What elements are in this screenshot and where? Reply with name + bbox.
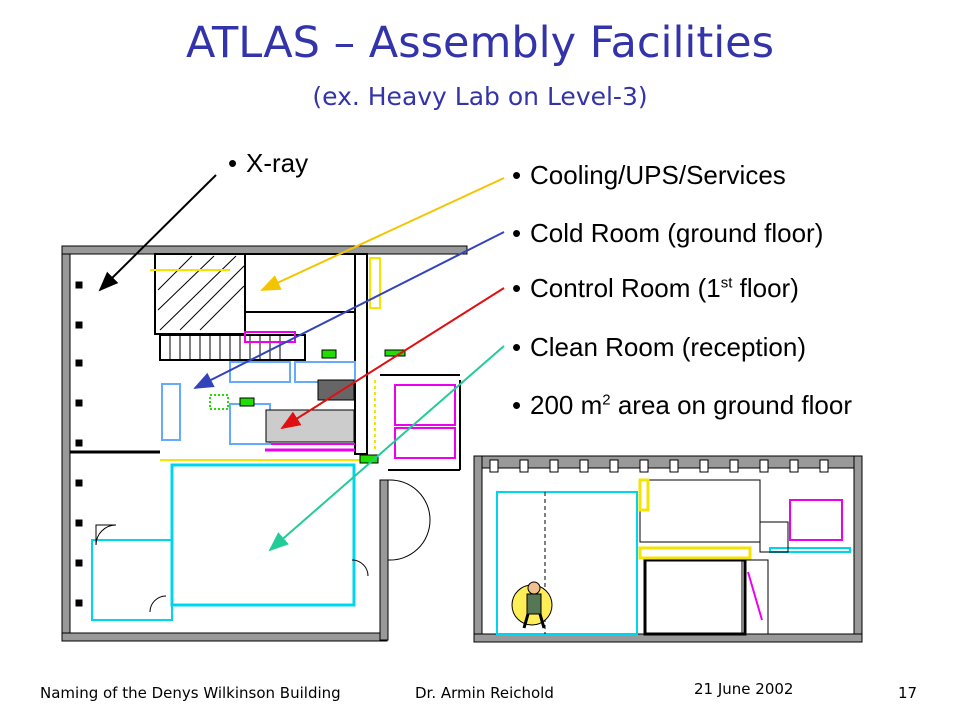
bullet-area-after: area on ground floor [610,390,852,420]
bullet-item: •Control Room (1st floor) [512,273,799,303]
arrow-control-room [280,287,505,430]
bullet-cold-room-text: Cold Room (ground floor) [530,218,824,248]
bullet-control-room-text: Control Room (1 [530,273,721,303]
footer-page-number: 17 [898,684,918,702]
arrow-xray [98,174,217,292]
bullet-clean-room-text: Clean Room (reception) [530,332,807,362]
footer-author: Dr. Armin Reichold [415,684,554,702]
bullet-item: •200 m2 area on ground floor [512,390,852,420]
bullet-xray: •X-ray [228,148,309,178]
bullet-cooling-text: Cooling/UPS/Services [530,160,786,190]
footer-date: 21 June 2002 [694,680,794,698]
bullet-control-room-after: floor) [732,273,799,303]
arrow-cooling [260,177,505,291]
arrow-cold-room [193,231,505,389]
bullet-control-room-sup: st [720,274,733,292]
bullet-area-text: 200 m [530,390,603,420]
bullet-item: •Cooling/UPS/Services [512,160,786,190]
arrow-clean-room [268,345,505,552]
slide-subtitle: (ex. Heavy Lab on Level-3) [312,82,648,111]
elevation-plan [473,455,863,643]
bullet-item: •Cold Room (ground floor) [512,218,824,248]
bullet-item: •Clean Room (reception) [512,332,807,362]
footer-presentation-title: Naming of the Denys Wilkinson Building [40,684,341,702]
bullet-xray-text: X-ray [246,148,309,178]
bullet-area-sup: 2 [602,391,611,409]
slide-title: ATLAS – Assembly Facilities [185,18,775,68]
ground-floor-plan [61,245,468,642]
